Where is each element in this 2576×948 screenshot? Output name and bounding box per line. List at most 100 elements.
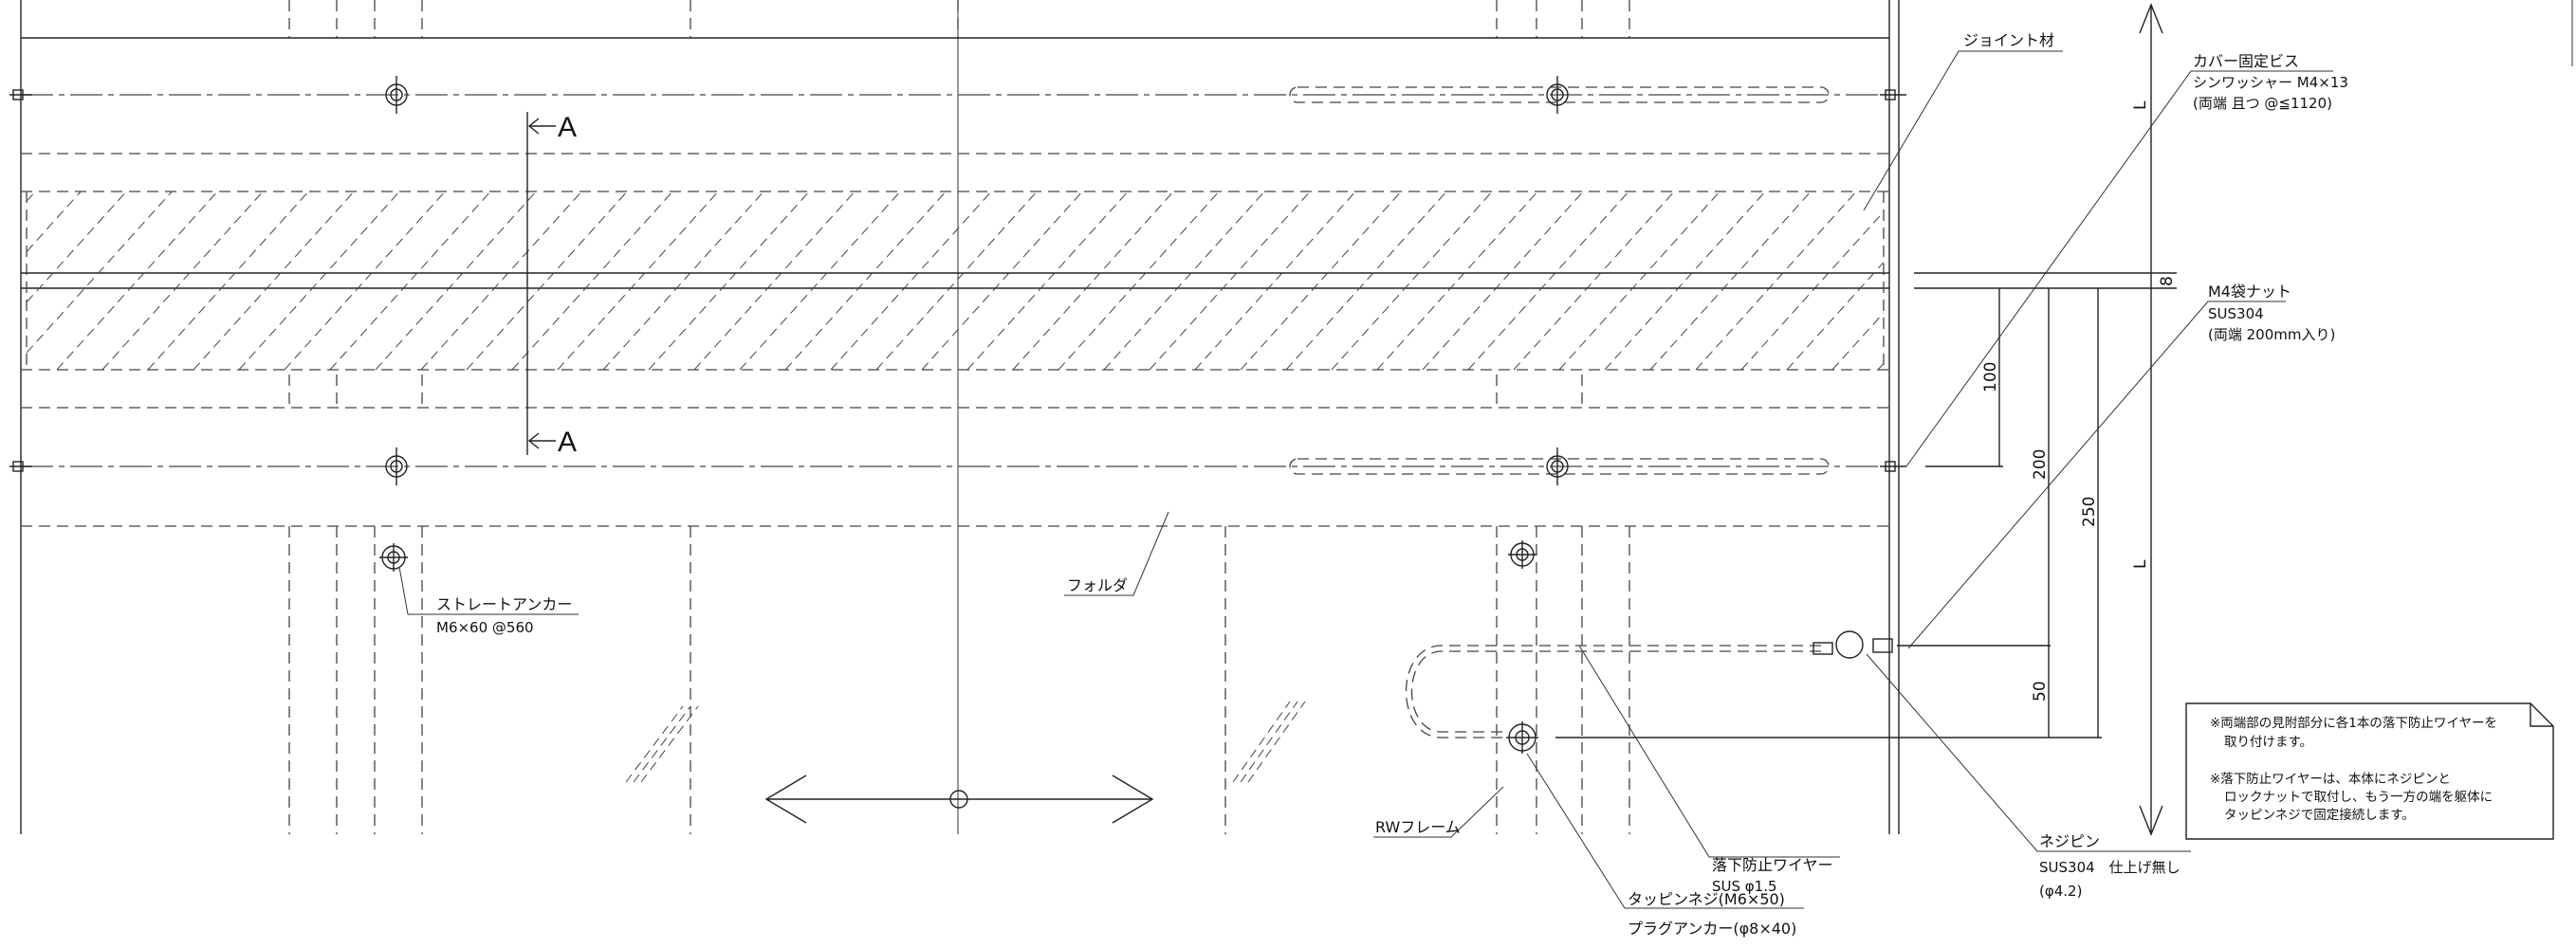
label-pin-dia: (φ4.2) xyxy=(2039,883,2082,900)
hatch-line xyxy=(284,191,446,371)
joint-material-band xyxy=(21,191,1889,371)
anchor-bottom-right xyxy=(1546,447,1569,485)
hatch-line xyxy=(1422,191,1584,371)
hatch-line xyxy=(1331,191,1493,371)
tapping-screw-symbol xyxy=(1506,721,1538,754)
hatch-line xyxy=(1012,191,1174,371)
label-m4-nut-spec: SUS304 xyxy=(2208,305,2264,322)
anchor-top-right xyxy=(1546,76,1569,114)
label-fall-wire-spec: SUS φ1.5 xyxy=(1712,878,1777,895)
hatch-line xyxy=(875,191,1038,371)
hatch-line xyxy=(1740,210,1885,371)
hatch-line xyxy=(1376,191,1538,371)
hatch-line xyxy=(1467,191,1629,371)
hatch-line xyxy=(26,191,36,202)
note-line-4: ロックナットで取付し、もう一方の端を躯体に xyxy=(2224,790,2493,805)
label-rw-frame: RWフレーム xyxy=(1375,818,1461,836)
hatch-lines xyxy=(26,191,1885,371)
hatch-line xyxy=(966,191,1129,371)
hatch-line xyxy=(238,191,400,371)
hatch-line xyxy=(921,191,1083,371)
label-straight-anchor: ストレートアンカー xyxy=(436,595,572,613)
hatch-line xyxy=(1877,362,1885,371)
hatch-line xyxy=(1149,191,1311,371)
hatch-line xyxy=(1240,191,1402,371)
label-m4-nut: M4袋ナット xyxy=(2208,283,2291,301)
label-pin-spec: SUS304 仕上げ無し xyxy=(2039,859,2180,876)
hatch-line xyxy=(329,191,491,371)
screw-right-bottom xyxy=(1880,461,1906,472)
hatch-line xyxy=(1285,191,1447,371)
section-marks: A A xyxy=(526,112,577,458)
screw-right-top xyxy=(1880,89,1906,100)
break-lines xyxy=(625,701,1306,783)
hatch-line xyxy=(830,191,992,371)
screw-left-top xyxy=(9,89,32,100)
hatch-line xyxy=(1649,191,1812,371)
hatch-line xyxy=(147,191,309,371)
hatch-line xyxy=(1695,191,1857,371)
hatch-line xyxy=(648,191,810,371)
hatch-line xyxy=(193,191,355,371)
hatch-line xyxy=(1786,262,1885,371)
label-joint: ジョイント材 xyxy=(1963,31,2054,49)
straight-anchor-symbol xyxy=(379,543,408,572)
label-folder: フォルダ xyxy=(1067,576,1128,594)
hatch-line xyxy=(557,191,719,371)
dim-8: 8 xyxy=(2158,276,2177,286)
hatch-line xyxy=(693,191,856,371)
hatch-line xyxy=(1558,191,1720,371)
hatch-line xyxy=(1194,191,1356,371)
screw-left-bottom xyxy=(9,461,32,472)
section-mark-a-bottom: A xyxy=(558,427,577,458)
rw-anchor-symbol xyxy=(1508,540,1536,569)
label-fall-wire: 落下防止ワイヤー xyxy=(1712,856,1833,874)
dim-l-top: L xyxy=(2131,100,2150,110)
upper-cover xyxy=(21,37,1889,155)
hatch-line xyxy=(101,191,264,371)
callout-labels: ジョイント材 カバー固定ビス シンワッシャー M4×13 (両端 且つ @≦11… xyxy=(436,31,2348,938)
hatch-line xyxy=(1831,312,1885,371)
dim-l-bottom: L xyxy=(2131,559,2150,569)
hatch-line xyxy=(1058,191,1220,371)
note-line-1: ※両端部の見附部分に各1本の落下防止ワイヤーを xyxy=(2210,716,2497,731)
hatch-line xyxy=(1513,191,1675,371)
hatch-line xyxy=(784,191,947,371)
label-cover-screw-note: (両端 且つ @≦1120) xyxy=(2193,95,2332,112)
section-mark-a-top: A xyxy=(558,112,577,143)
fall-prevention-wire xyxy=(1406,630,1893,738)
dim-200: 200 xyxy=(2031,449,2050,480)
label-pin: ネジピン xyxy=(2039,832,2100,850)
side-elevation xyxy=(1555,3,2177,836)
dim-250: 250 xyxy=(2080,497,2099,527)
label-tapping-screw: タッピンネジ(M6×50) xyxy=(1628,890,1785,908)
hatch-line xyxy=(56,191,218,371)
hidden-vertical-lines xyxy=(288,0,1630,834)
note-box: ※両端部の見附部分に各1本の落下防止ワイヤーを 取り付けます。 ※落下防止ワイヤ… xyxy=(2185,702,2554,840)
note-line-5: タッピンネジで固定接続します。 xyxy=(2224,807,2415,823)
hatch-line xyxy=(602,191,764,371)
dim-50: 50 xyxy=(2031,681,2050,702)
direction-arrow xyxy=(764,775,1154,824)
note-line-2: 取り付けます。 xyxy=(2224,735,2312,750)
hatch-line xyxy=(375,191,537,371)
hatch-line xyxy=(511,191,673,371)
hatch-line xyxy=(420,191,582,371)
hatch-line xyxy=(466,191,628,371)
label-cover-screw: カバー固定ビス xyxy=(2193,52,2299,70)
anchor-bottom-left xyxy=(385,447,408,485)
label-plug-anchor: プラグアンカー(φ8×40) xyxy=(1628,920,1796,938)
hatch-line xyxy=(1103,191,1265,371)
leader-lines xyxy=(398,50,2333,909)
dimensions: L L 8 100 200 250 50 xyxy=(1981,100,2177,702)
hatch-line xyxy=(26,191,127,303)
anchors xyxy=(379,76,1569,754)
note-line-3: ※落下防止ワイヤーは、本体にネジピンと xyxy=(2210,772,2451,787)
label-straight-anchor-spec: M6×60 @560 xyxy=(436,619,534,636)
frame-edges xyxy=(20,0,1900,834)
anchor-top-left xyxy=(385,76,408,114)
hatch-line xyxy=(26,191,82,252)
label-cover-screw-spec: シンワッシャー M4×13 xyxy=(2193,74,2348,91)
cover-screws xyxy=(9,89,1906,472)
